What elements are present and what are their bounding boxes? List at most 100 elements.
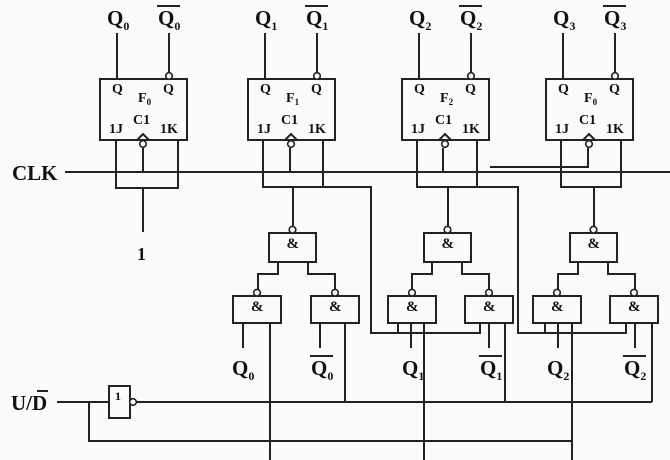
- flip-flop-name: F0: [138, 91, 152, 107]
- flip-flop-name-sub: 1: [295, 97, 300, 107]
- clock-inversion-bubble: [138, 139, 148, 149]
- gate-output-bubble: [443, 225, 452, 234]
- flip-flop-name: F2: [440, 91, 454, 107]
- output-qbar-label-main: Q: [306, 6, 322, 30]
- gate-input-label-3-sub: 1: [418, 369, 424, 383]
- gate-symbol: &: [406, 299, 419, 315]
- clock-inversion-bubble: [286, 139, 296, 149]
- gate-input-label-4-sub: 1: [496, 369, 502, 383]
- gate-output-bubble: [407, 288, 417, 297]
- pin-1j: 1J: [109, 122, 123, 137]
- flip-flop-name-main: F: [440, 91, 449, 106]
- output-qbar-label-sub: 0: [174, 19, 180, 33]
- output-q-label: Q2: [409, 6, 431, 33]
- gate-symbol: &: [483, 299, 496, 315]
- input-nand-6: &: [609, 288, 659, 324]
- gate-input-label-2: Q0: [311, 356, 333, 383]
- s1-left-link: [257, 262, 279, 294]
- inverter-symbol: 1: [115, 389, 121, 403]
- gate-input-label-4: Q1: [480, 356, 502, 383]
- gate-input-label-1-main: Q: [232, 356, 248, 380]
- flip-flop-name: F1: [286, 91, 300, 107]
- output-q-label-sub: 0: [123, 19, 129, 33]
- pin-c1: C1: [435, 113, 452, 128]
- clock-edge-symbol: [438, 132, 452, 141]
- clock-inversion-bubble: [584, 139, 594, 149]
- output-qbar-label: Q0: [158, 6, 180, 33]
- flip-flop-body: [99, 78, 188, 141]
- gate-input-label-3: Q1: [402, 356, 424, 383]
- gate-input-label-5: Q2: [547, 356, 569, 383]
- carry-2-wire: [477, 186, 627, 334]
- gate-input-label-6-main: Q: [624, 356, 640, 380]
- output-qbar-label: Q1: [306, 6, 328, 33]
- gate-symbol: &: [588, 236, 601, 252]
- carry-1-wire: [323, 186, 481, 334]
- qbar-inversion-bubble: [164, 71, 174, 81]
- s1-right-link: [307, 262, 336, 294]
- ff3-clk-line: [490, 148, 589, 168]
- gate-input-label-6-sub: 2: [640, 369, 646, 383]
- input-nand-5: &: [532, 288, 582, 324]
- pin-q: Q: [414, 82, 425, 97]
- combiner-nand-1: &: [268, 225, 317, 263]
- gate-body: [387, 295, 437, 324]
- gate-input-label-5-main: Q: [547, 356, 563, 380]
- gate-input-label-4-main: Q: [480, 356, 496, 380]
- gate-input-label-1: Q0: [232, 356, 254, 383]
- gate-input-label-6: Q2: [624, 356, 646, 383]
- s3-right-link: [607, 262, 636, 294]
- output-qbar-label-main: Q: [460, 6, 476, 30]
- ud-direct-bus: [88, 402, 572, 442]
- pin-c1: C1: [281, 113, 298, 128]
- gate-input-label-2-sub: 0: [327, 369, 333, 383]
- wires: [57, 140, 670, 460]
- ff3-jk-tie: [560, 140, 622, 188]
- output-q-label-sub: 1: [271, 19, 277, 33]
- qbar-inversion-bubble: [312, 71, 322, 81]
- flip-flop-name: F0: [584, 91, 598, 107]
- combiner-nand-2: &: [423, 225, 472, 263]
- ff0-jk-tie: [115, 140, 179, 189]
- constant-one-label: 1: [137, 244, 146, 264]
- input-nand-2: &: [310, 288, 360, 324]
- pin-1j: 1J: [411, 122, 425, 137]
- pin-c1: C1: [133, 113, 150, 128]
- gate-output-bubble: [252, 288, 262, 297]
- output-qbar-label-main: Q: [604, 6, 620, 30]
- output-qbar-label: Q3: [604, 6, 626, 33]
- gate-output-bubble: [484, 288, 494, 297]
- pin-c1: C1: [579, 113, 596, 128]
- gate-body: [464, 295, 514, 324]
- gate-output-bubble: [330, 288, 340, 297]
- gate-input-label-3-main: Q: [402, 356, 418, 380]
- updown-label-down: D: [32, 391, 47, 415]
- pin-1k: 1K: [462, 122, 480, 137]
- output-q-label-sub: 2: [425, 19, 431, 33]
- gate-input-label-1-sub: 0: [248, 369, 254, 383]
- pin-1k: 1K: [308, 122, 326, 137]
- gate-input-label-5-sub: 2: [563, 369, 569, 383]
- s2-right-link: [461, 262, 490, 294]
- output-q-label-main: Q: [107, 6, 123, 30]
- flip-flop-name-sub: 2: [449, 97, 454, 107]
- updown-label-up: U/: [11, 391, 33, 415]
- gate-symbol: &: [329, 299, 342, 315]
- clock-edge-symbol: [136, 132, 150, 141]
- gate-output-bubble: [589, 225, 598, 234]
- output-q-label: Q0: [107, 6, 129, 33]
- output-q-label-sub: 3: [569, 19, 575, 33]
- updown-label: U/D: [11, 391, 47, 415]
- output-qbar-label: Q2: [460, 6, 482, 33]
- flip-flop-name-main: F: [138, 91, 147, 106]
- flip-flop-name-sub: 0: [147, 97, 152, 107]
- flip-flop-name-main: F: [286, 91, 295, 106]
- input-nand-4: &: [464, 288, 514, 324]
- input-nand-1: &: [232, 288, 282, 324]
- inverter-output-bubble: [128, 397, 138, 407]
- pin-1k: 1K: [606, 122, 624, 137]
